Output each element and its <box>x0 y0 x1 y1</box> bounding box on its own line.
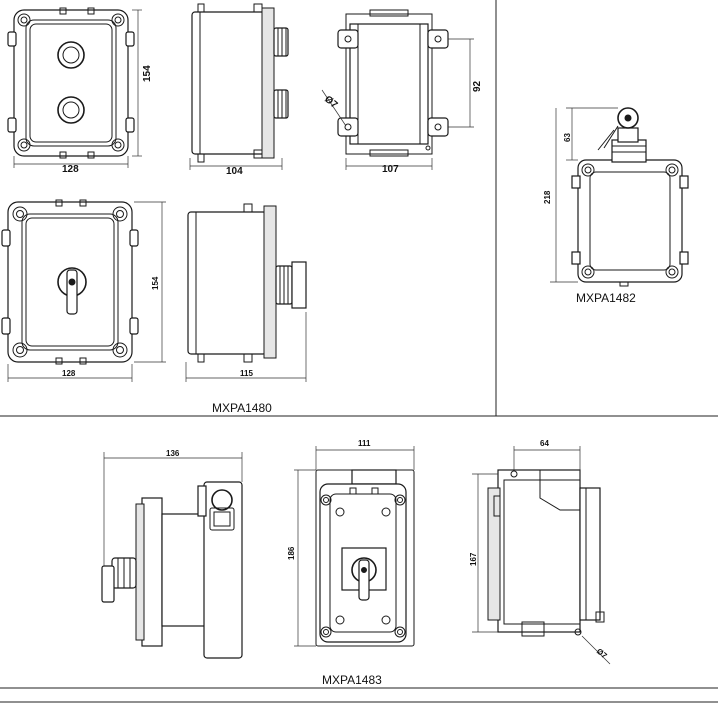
dim-v1-width: 128 <box>62 164 79 175</box>
dimension-v2: 104 <box>189 158 283 177</box>
view-b2-front <box>315 469 415 647</box>
view-limit-switch <box>571 107 689 287</box>
dim-v5-depth: 115 <box>240 369 253 378</box>
model-label-1480: MXPA1480 <box>212 401 272 415</box>
dim-r-top: 63 <box>563 133 572 142</box>
view-side-two-buttons <box>191 3 289 163</box>
dim-b3-width: 64 <box>540 439 549 448</box>
dim-b2-height: 186 <box>287 546 296 560</box>
dimension-v4: 128 154 <box>7 201 166 382</box>
model-label-1483: MXPA1483 <box>322 673 382 687</box>
view-side-rotary <box>187 203 307 363</box>
dim-v2-depth: 104 <box>226 166 243 177</box>
dim-b2-width: 111 <box>358 439 371 448</box>
dim-v3-width: 107 <box>382 164 399 175</box>
dim-v4-height: 154 <box>151 276 160 290</box>
dim-v4-width: 128 <box>62 369 76 378</box>
dimension-right: 63 218 <box>543 107 618 283</box>
dim-b3-height: 167 <box>469 552 478 566</box>
dimension-b2: 111 186 <box>287 439 415 647</box>
dim-r-height: 218 <box>543 190 552 204</box>
dimension-b1: 136 <box>103 449 243 566</box>
view-front-rotary <box>1 199 139 365</box>
view-b1-side <box>101 481 243 659</box>
dim-v3-hole: Ø7 <box>322 94 340 111</box>
dim-v3-height: 92 <box>472 80 483 92</box>
view-front-two-buttons <box>7 7 135 159</box>
dim-v1-height: 154 <box>142 65 153 82</box>
dimension-v1: 128 154 <box>13 9 153 175</box>
dimension-v5: 115 <box>185 312 307 382</box>
dim-b1-width: 136 <box>166 449 180 458</box>
model-label-1482: MXPA1482 <box>576 291 636 305</box>
dimension-b3: 64 167 Ø7 <box>469 439 611 665</box>
dim-b3-hole: Ø7 <box>595 647 609 661</box>
view-mounting-bracket <box>337 9 449 157</box>
view-b3-side <box>487 469 605 637</box>
